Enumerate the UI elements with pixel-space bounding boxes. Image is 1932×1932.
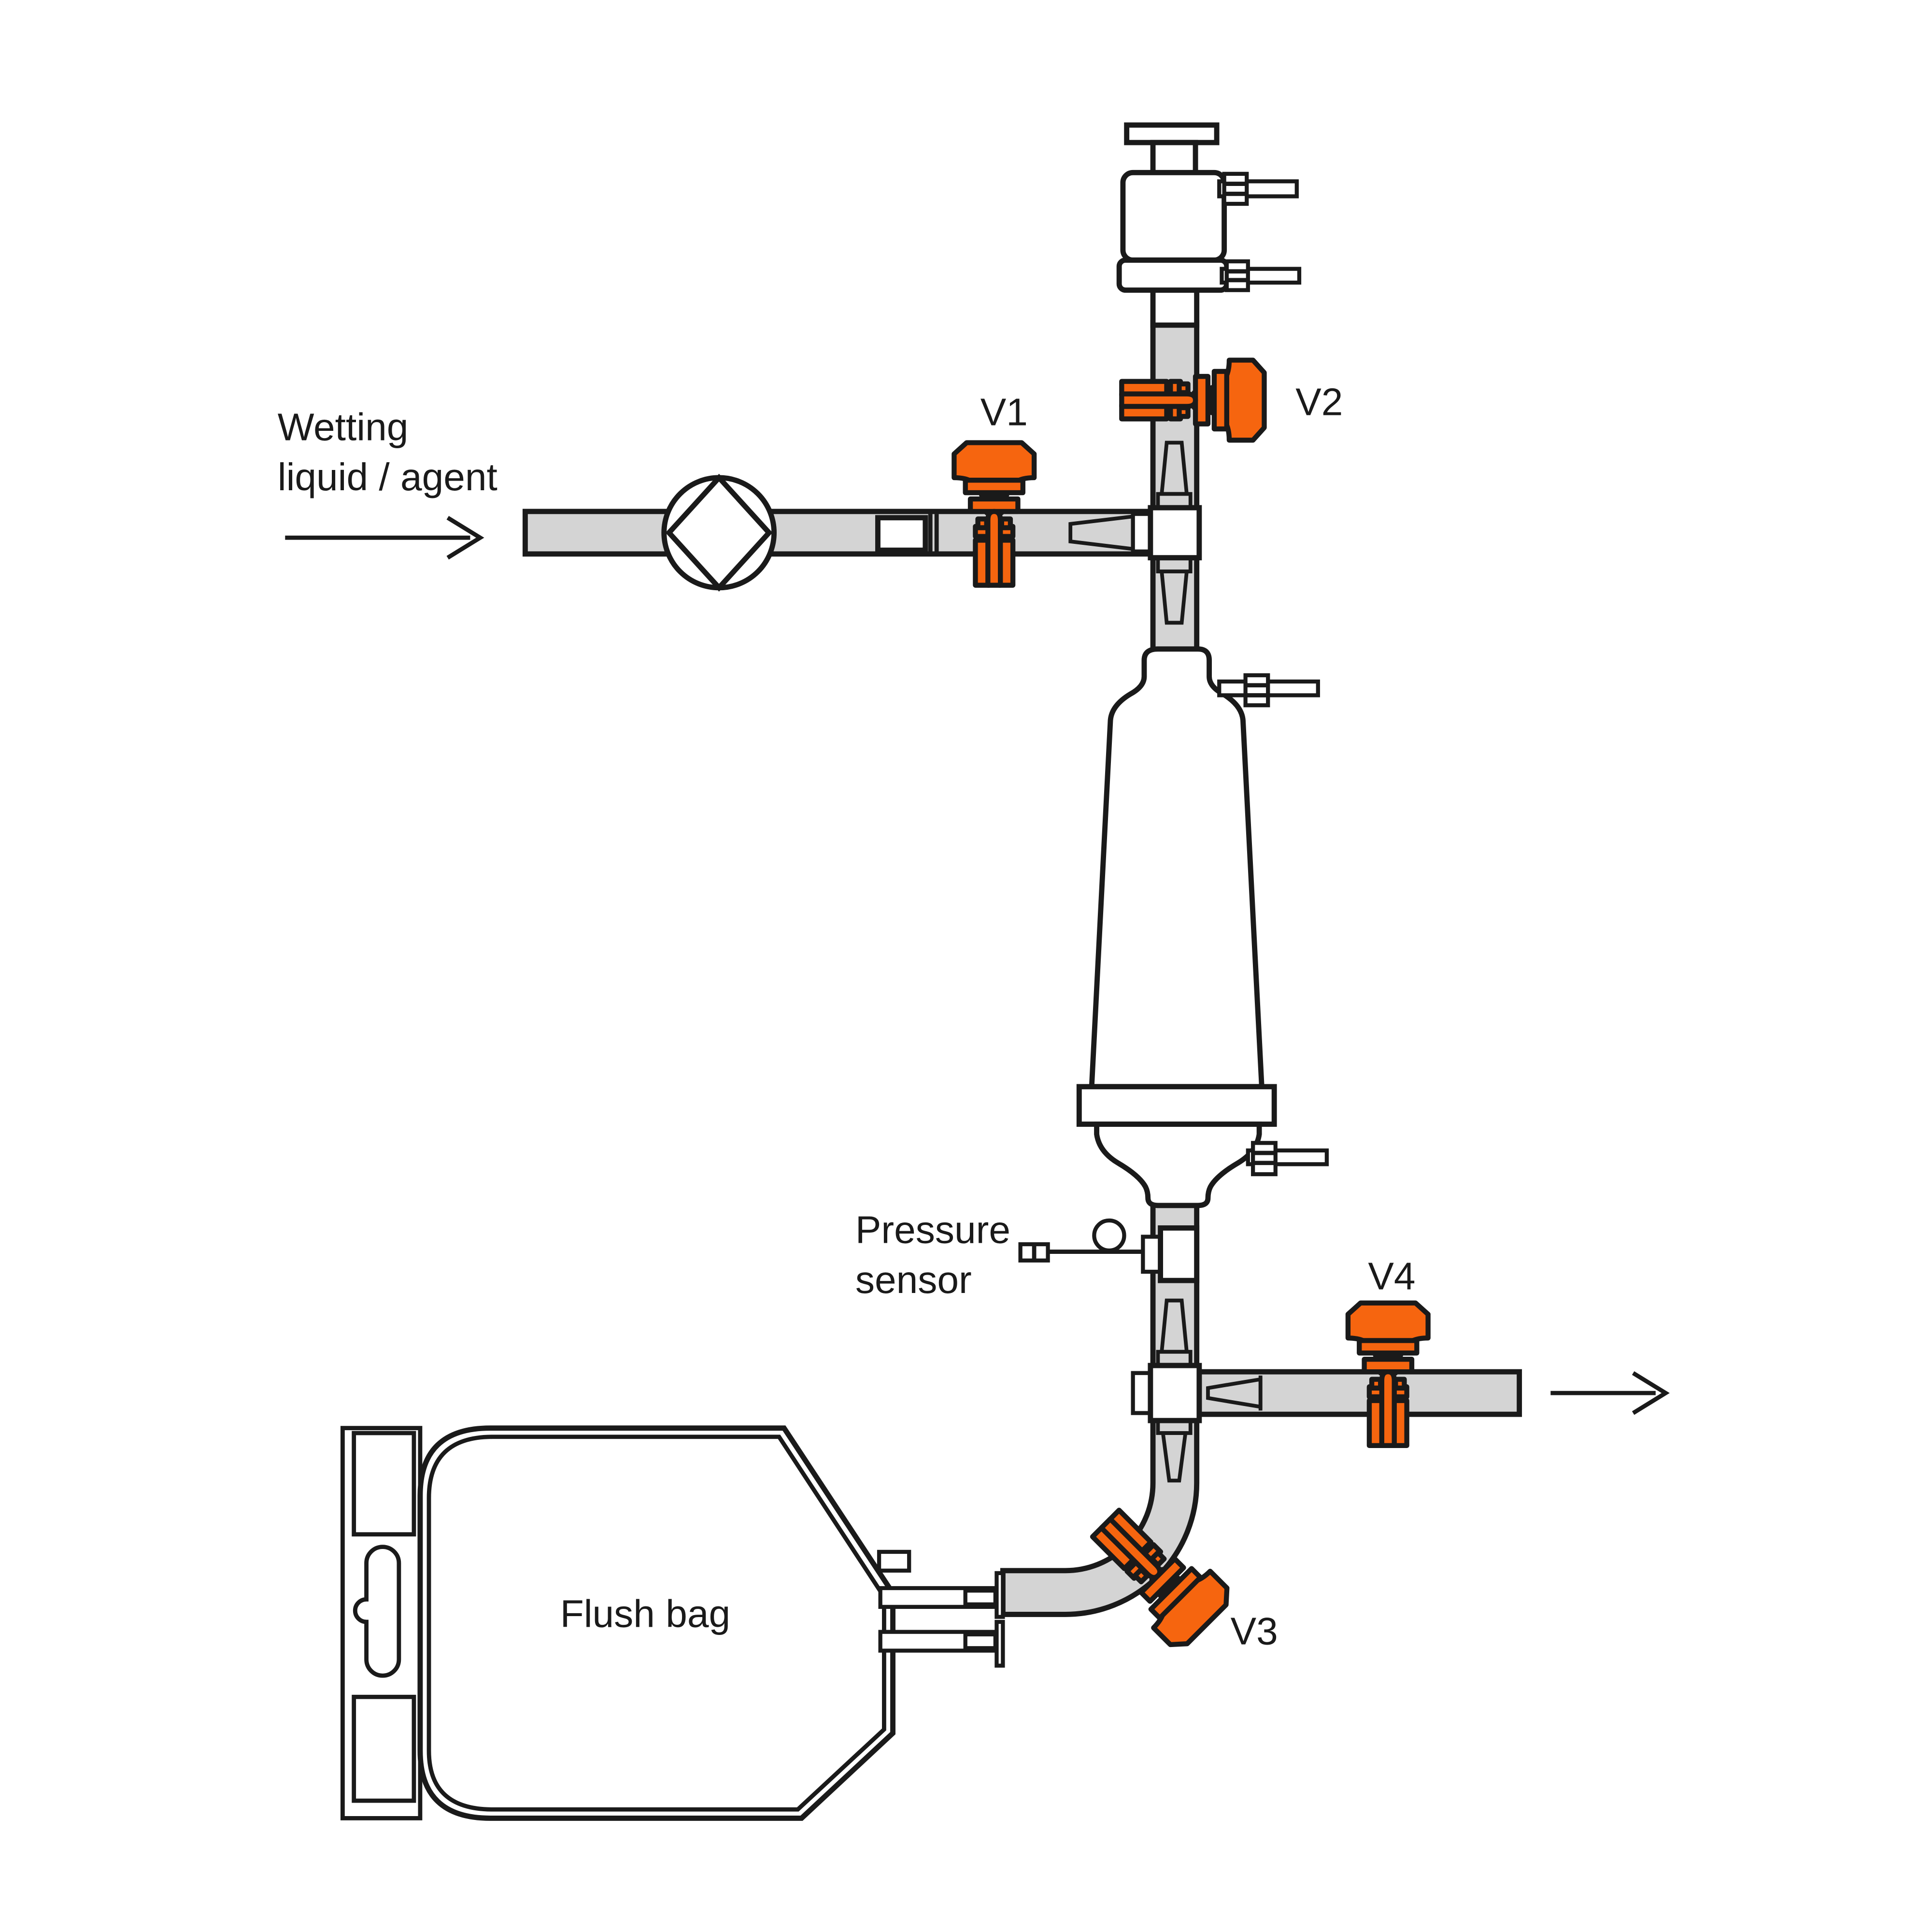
inlet-label-line1: Wetting [278, 405, 409, 449]
flush-bag-label: Flush bag [560, 1592, 730, 1635]
junction-block [1148, 505, 1202, 561]
sensor-bulb-icon [1092, 1218, 1126, 1253]
inlet-pipe [522, 509, 1153, 557]
outlet-pipe [1196, 1369, 1522, 1417]
flow-arrow-icon [285, 516, 484, 560]
barb-fitting-drain [1246, 1141, 1329, 1177]
outlet-annotation [1550, 1371, 1670, 1415]
barb-fitting-bottom [1220, 259, 1302, 292]
bag-hanger-hole-bottom [352, 1694, 416, 1803]
valve-v3-label: V3 [1231, 1610, 1278, 1653]
capsule-body [1089, 646, 1265, 1090]
housing-lower-neck [1150, 287, 1200, 328]
pressure-sensor: Pressure sensor [855, 1208, 1200, 1302]
valve-v1-label: V1 [980, 390, 1028, 434]
inlet-annotation: Wetting liquid / agent [278, 405, 497, 560]
bag-inner-outline [426, 1435, 886, 1812]
valve-v1: V1 [954, 390, 1034, 585]
valve-v4: V4 [1348, 1254, 1428, 1446]
cross-junction [1068, 440, 1202, 625]
bag-hanger-hole-top [352, 1431, 416, 1537]
bag-port-lower [878, 1619, 1005, 1668]
bag-outer-outline [417, 1425, 895, 1821]
barb-fitting-shoulder [1217, 673, 1320, 708]
outlet-junction [1131, 1298, 1263, 1483]
pump-icon [661, 473, 777, 592]
inlet-label-line2: liquid / agent [278, 455, 497, 499]
housing-collar [1116, 257, 1230, 293]
capsule-bottom-dome [1094, 1122, 1262, 1208]
barb-fitting-top [1217, 171, 1299, 206]
valve-v4-label: V4 [1368, 1254, 1415, 1298]
valve-v2-label: V2 [1295, 381, 1343, 424]
taper-down [1161, 1431, 1188, 1483]
housing-neck [1150, 140, 1198, 178]
filter-capsule [1076, 646, 1329, 1208]
valve-v3: V3 [1078, 1495, 1278, 1653]
capsule-flange [1076, 1084, 1277, 1127]
housing-body [1120, 170, 1227, 263]
bag-port-upper [878, 1571, 1005, 1619]
flow-arrow-icon [1550, 1371, 1670, 1415]
pressure-sensor-label-line2: sensor [855, 1258, 972, 1302]
pipe-coupler [875, 515, 928, 553]
vent-housing [1116, 122, 1302, 328]
junction-block [1148, 1363, 1202, 1423]
bag-hanger-keyhole [353, 1545, 401, 1678]
sensor-port-block [1158, 1225, 1200, 1283]
flush-bag: Flush bag [340, 1425, 1005, 1821]
valve-v2: V2 [1122, 360, 1343, 440]
bag-port-stub [877, 1549, 911, 1573]
pressure-sensor-label-line1: Pressure [855, 1208, 1010, 1251]
